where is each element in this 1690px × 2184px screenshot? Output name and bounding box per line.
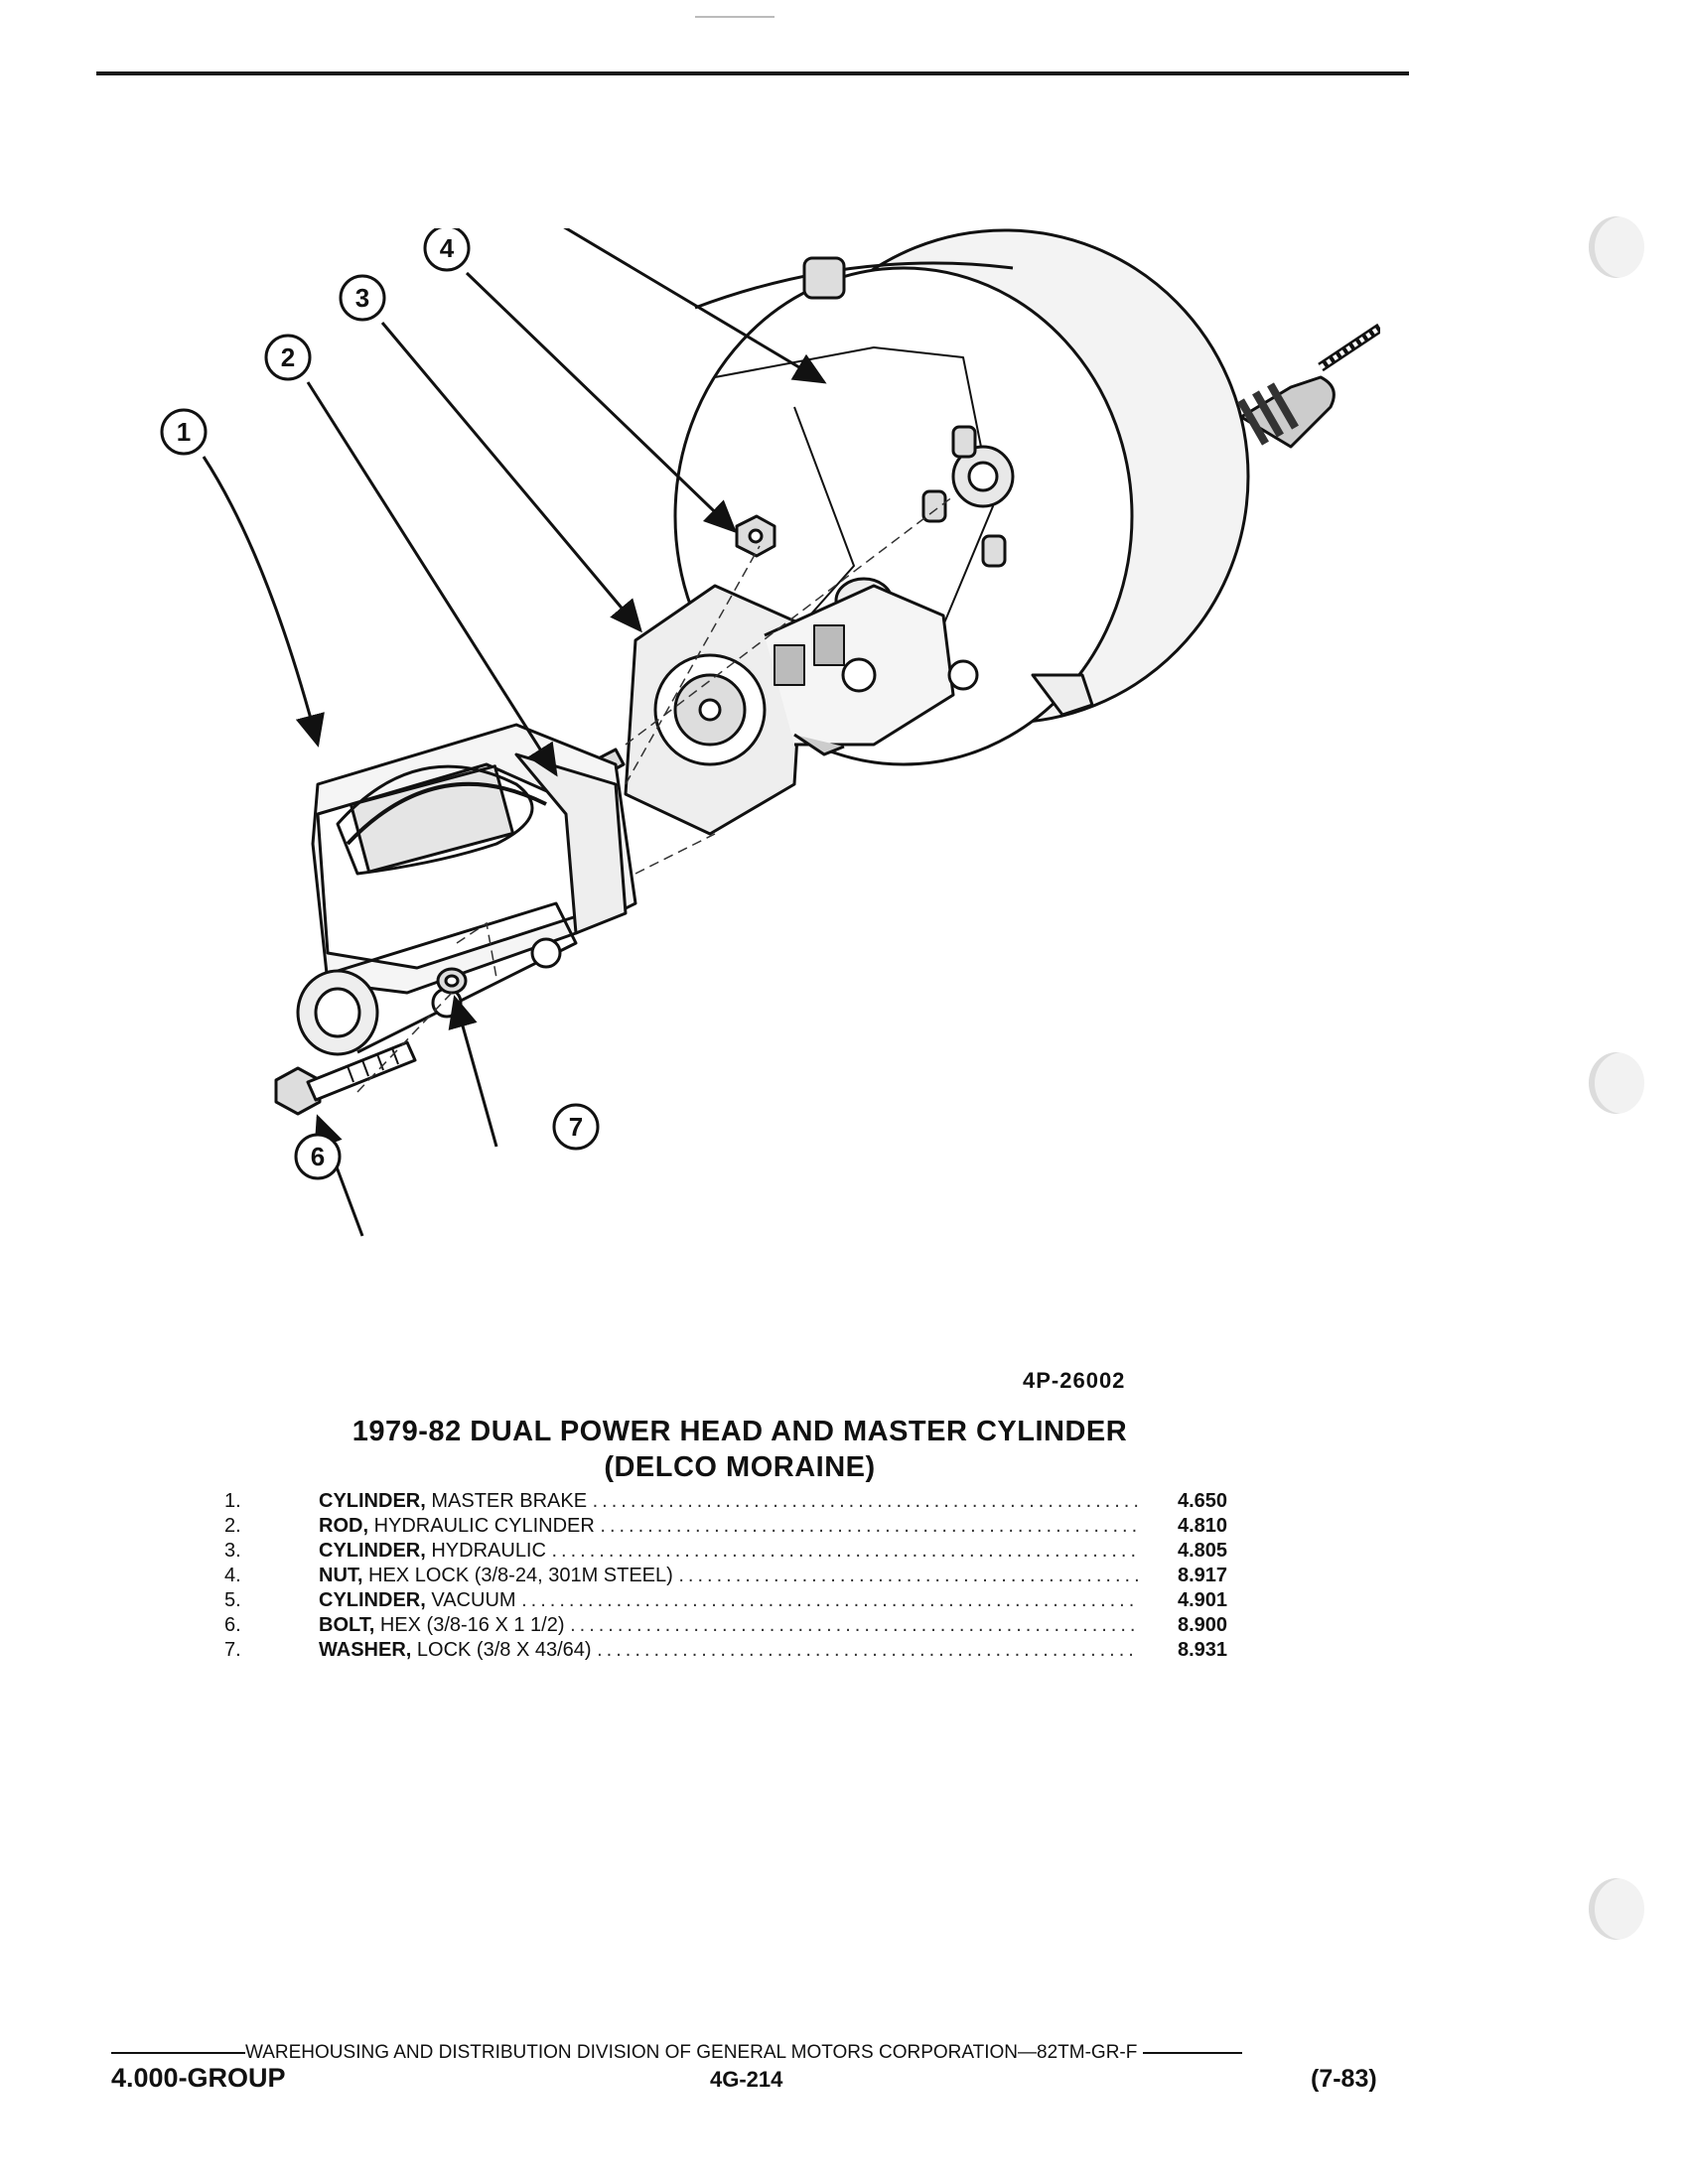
leader-dots: ........................................…	[597, 1639, 1138, 1661]
part-number: 6.	[224, 1614, 241, 1636]
part-detail: HYDRAULIC CYLINDER	[373, 1515, 595, 1537]
binder-hole-top	[1589, 216, 1644, 278]
leader-dots: ........................................…	[592, 1490, 1138, 1512]
footer-rule-left	[111, 2051, 245, 2054]
part-number: 1.	[224, 1490, 241, 1512]
leader-dots: ........................................…	[570, 1614, 1138, 1636]
group-label: 4.000-GROUP	[111, 2063, 286, 2093]
part-number: 2.	[224, 1515, 241, 1537]
binder-hole-bottom	[1589, 1878, 1644, 1940]
lock-washer-drawing	[436, 967, 468, 995]
callout-1-circle	[160, 408, 208, 456]
part-detail: HYDRAULIC	[431, 1540, 546, 1562]
faint-top-mark	[695, 16, 775, 18]
parts-list-row: 7. WASHER, LOCK (3/8 X 43/64) ..........…	[224, 1638, 1257, 1663]
part-name: CYLINDER,	[319, 1490, 426, 1512]
part-detail: VACUUM	[431, 1589, 516, 1611]
parts-list-row: 4. NUT, HEX LOCK (3/8-24, 301M STEEL) ..…	[224, 1564, 1257, 1588]
callout-label: 4	[440, 233, 455, 263]
callout-7-circle	[552, 1103, 600, 1151]
part-code: 4.901	[1178, 1589, 1228, 1611]
parts-list: 1. CYLINDER, MASTER BRAKE ..............…	[224, 1489, 1257, 1663]
footer-division-line: WAREHOUSING AND DISTRIBUTION DIVISION OF…	[111, 2042, 1377, 2064]
parts-list-row: 1. CYLINDER, MASTER BRAKE ..............…	[224, 1489, 1257, 1514]
footer-rule-right	[1142, 2051, 1242, 2054]
leader-dots: ........................................…	[521, 1589, 1138, 1611]
part-code: 8.931	[1178, 1639, 1228, 1661]
callout-label: 7	[569, 1112, 583, 1142]
part-name: WASHER,	[319, 1639, 412, 1661]
hex-lock-nut-drawing	[735, 514, 776, 558]
callout-6-circle	[294, 1133, 342, 1180]
part-number: 3.	[224, 1540, 241, 1562]
binder-hole-middle	[1589, 1052, 1644, 1114]
part-description: ROD, HYDRAULIC CYLINDER ................…	[319, 1514, 1138, 1539]
part-number: 4.	[224, 1565, 241, 1586]
callout-label: 3	[355, 283, 369, 313]
hex-bolt-drawing	[274, 1040, 417, 1116]
hydraulic-cylinder-drawing	[624, 584, 979, 836]
callout-4-circle	[423, 228, 471, 272]
callout-label: 1	[177, 417, 191, 447]
part-detail: MASTER BRAKE	[431, 1490, 588, 1512]
part-name: BOLT,	[319, 1614, 375, 1636]
part-name: CYLINDER,	[319, 1540, 426, 1562]
part-code: 8.900	[1178, 1614, 1228, 1636]
part-detail: LOCK (3/8 X 43/64)	[416, 1639, 592, 1661]
leader-dots: ........................................…	[600, 1515, 1138, 1537]
parts-list-row: 2. ROD, HYDRAULIC CYLINDER .............…	[224, 1514, 1257, 1539]
part-code: 4.805	[1178, 1540, 1228, 1562]
figure-title-line-2: (DELCO MORAINE)	[604, 1451, 876, 1483]
part-name: NUT,	[319, 1565, 363, 1586]
figure-number: 4P-26002	[1023, 1368, 1126, 1393]
part-number: 7.	[224, 1639, 241, 1661]
part-description: WASHER, LOCK (3/8 X 43/64) .............…	[319, 1638, 1138, 1663]
exploded-view-diagram: 1 2 3 4 5 6 7	[160, 228, 1380, 1237]
parts-list-row: 5. CYLINDER, VACUUM ....................…	[224, 1588, 1257, 1613]
parts-list-row: 6. BOLT, HEX (3/8-16 X 1 1/2) ..........…	[224, 1613, 1257, 1638]
date-code: (7-83)	[1311, 2065, 1377, 2093]
part-name: ROD,	[319, 1515, 368, 1537]
parts-list-row: 3. CYLINDER, HYDRAULIC .................…	[224, 1539, 1257, 1564]
part-description: CYLINDER, HYDRAULIC ....................…	[319, 1539, 1138, 1564]
part-description: BOLT, HEX (3/8-16 X 1 1/2) .............…	[319, 1613, 1138, 1638]
figure-title: 1979-82 DUAL POWER HEAD AND MASTER CYLIN…	[238, 1414, 1241, 1485]
callout-2-circle	[264, 334, 312, 381]
master-brake-cylinder-drawing	[296, 723, 637, 1056]
header-rule	[96, 71, 1409, 75]
part-detail: HEX (3/8-16 X 1 1/2)	[379, 1614, 565, 1636]
callout-3-circle	[339, 274, 386, 322]
part-description: CYLINDER, VACUUM .......................…	[319, 1588, 1138, 1613]
part-code: 8.917	[1178, 1565, 1228, 1586]
leader-dots: ........................................…	[551, 1540, 1139, 1562]
footer-division-text: WAREHOUSING AND DISTRIBUTION DIVISION OF…	[245, 2042, 1138, 2063]
part-description: NUT, HEX LOCK (3/8-24, 301M STEEL) .....…	[319, 1564, 1138, 1588]
part-number: 5.	[224, 1589, 241, 1611]
figure-title-line-1: 1979-82 DUAL POWER HEAD AND MASTER CYLIN…	[352, 1416, 1128, 1447]
callout-label: 2	[281, 342, 295, 372]
part-code: 4.650	[1178, 1490, 1228, 1512]
part-name: CYLINDER,	[319, 1589, 426, 1611]
callout-label: 6	[311, 1142, 325, 1171]
leader-dots: ........................................…	[678, 1565, 1138, 1586]
part-code: 4.810	[1178, 1515, 1228, 1537]
part-detail: HEX LOCK (3/8-24, 301M STEEL)	[368, 1565, 673, 1586]
page-code: 4G-214	[710, 2067, 783, 2092]
part-description: CYLINDER, MASTER BRAKE .................…	[319, 1489, 1138, 1514]
